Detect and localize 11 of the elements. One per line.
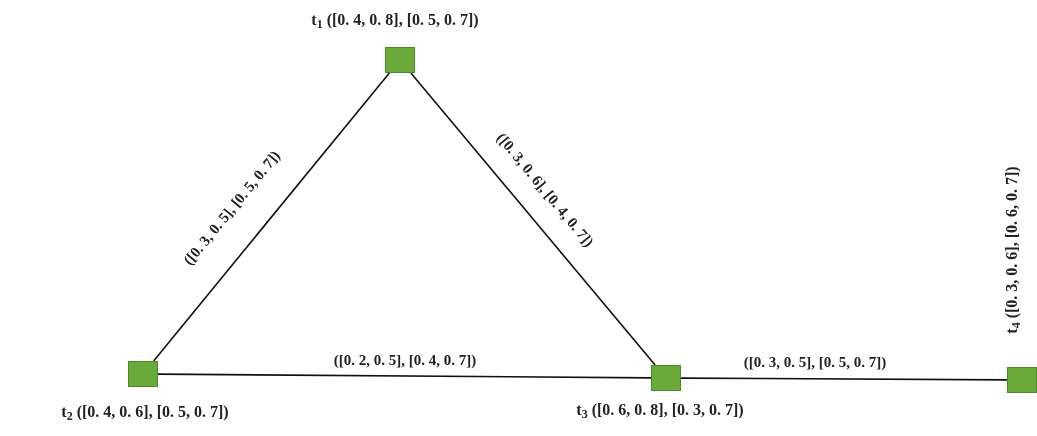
node-square — [1007, 367, 1037, 393]
node-caption: t$_{1}$ ([0. 4, 0. 8], [0. 5, 0. 7]) — [311, 10, 479, 30]
node-square — [385, 47, 415, 73]
node-square — [651, 365, 681, 391]
node-caption: t$_{3}$ ([0. 6, 0. 8], [0. 3, 0. 7]) — [576, 400, 744, 420]
node-square — [128, 361, 158, 387]
connector-line — [157, 373, 652, 379]
node-caption: t$_{2}$ ([0. 4, 0. 6], [0. 5, 0. 7]) — [61, 402, 229, 422]
connector-line — [680, 377, 1008, 381]
connector-line — [152, 72, 391, 362]
connector-line — [410, 72, 656, 366]
